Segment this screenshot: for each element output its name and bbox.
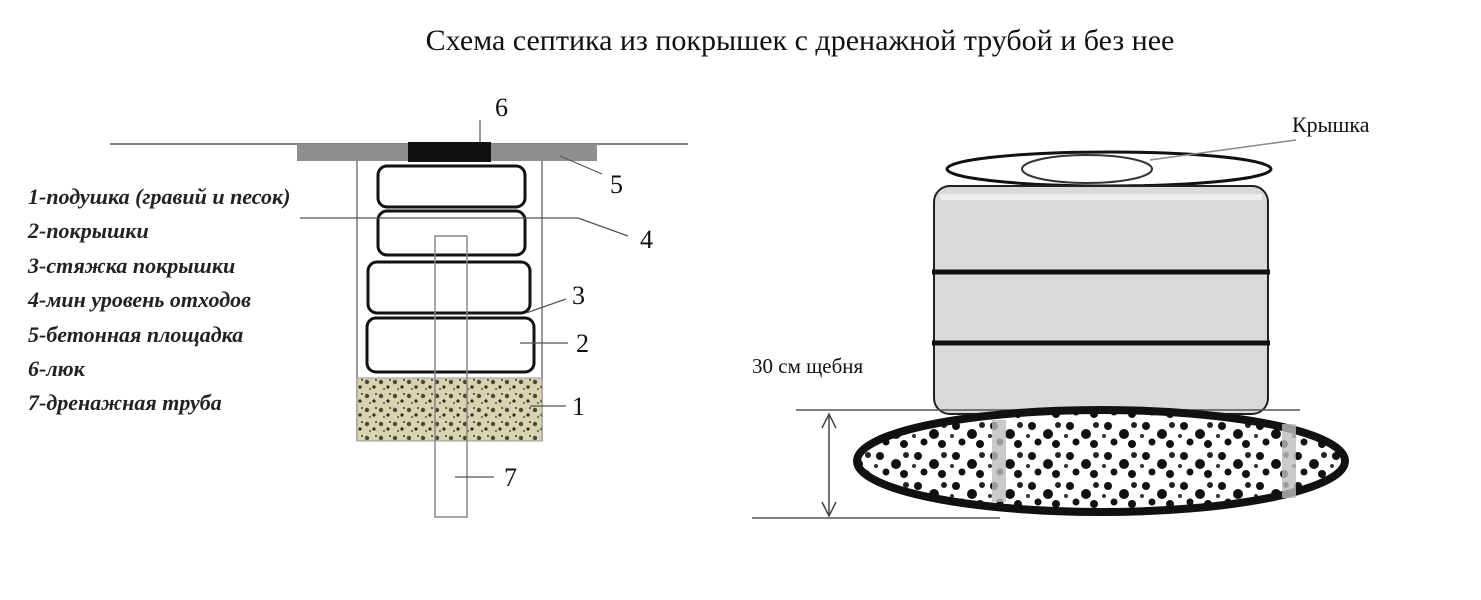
legend-item-4: 4-мин уровень отходов <box>28 287 251 313</box>
leader-4 <box>577 217 629 237</box>
dimension-arrow-bottom <box>821 501 837 518</box>
leader-5 <box>559 155 603 175</box>
gravel-cushion <box>356 377 543 442</box>
legend-item-1: 1-подушка (гравий и песок) <box>28 184 291 209</box>
rubble-gray-band-2 <box>1282 424 1296 498</box>
label-5: 5 <box>610 170 623 199</box>
label-1: 1 <box>572 392 585 421</box>
right-diagram: Крышка 30 см щебня <box>752 112 1370 519</box>
legend-item-6: 6-люк <box>28 356 85 382</box>
lid-label: Крышка <box>1292 112 1370 137</box>
rubble-layer <box>853 406 1349 516</box>
tire-stack <box>933 185 1269 415</box>
legend-item-3: 3-стяжка покрышки <box>28 252 236 278</box>
tire-stack-highlight <box>940 194 1262 200</box>
diagram-title: Схема септика из покрышек с дренажной тр… <box>425 24 1175 57</box>
tire-4 <box>365 316 536 374</box>
label-2: 2 <box>576 329 589 358</box>
drainage-pipe <box>434 235 468 518</box>
label-3: 3 <box>572 281 585 310</box>
left-diagram: 6 5 4 3 2 1 7 <box>110 93 688 518</box>
leader-3 <box>525 298 567 314</box>
legend-item-2: 2-покрышки <box>28 218 149 244</box>
gravel-label: 30 см щебня <box>752 354 864 378</box>
label-6: 6 <box>495 93 508 122</box>
legend: 1-подушка (гравий и песок) 2-покрышки 3-… <box>28 180 308 421</box>
rubble-gray-band-1 <box>992 420 1006 502</box>
dimension-arrow-top <box>821 412 837 429</box>
legend-item-5: 5-бетонная площадка <box>28 321 244 347</box>
label-7: 7 <box>504 463 517 492</box>
tire-1 <box>376 164 527 209</box>
tire-3 <box>366 260 532 315</box>
label-4: 4 <box>640 225 653 254</box>
legend-item-7: 7-дренажная труба <box>28 390 222 416</box>
manhole-hatch <box>408 142 491 162</box>
tire-2 <box>376 209 527 257</box>
lid-inner <box>1021 154 1153 184</box>
lid-leader <box>1149 139 1297 161</box>
